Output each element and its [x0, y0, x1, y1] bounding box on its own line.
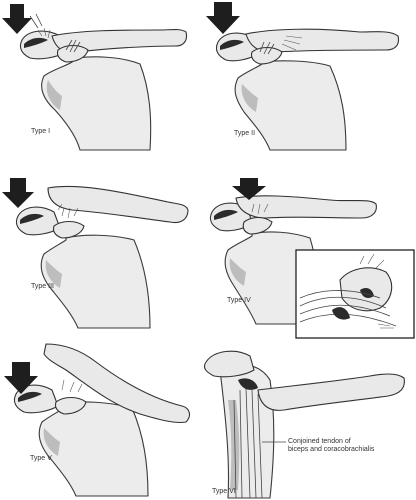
type-3-drawing [2, 178, 189, 329]
type-1-label: Type I [31, 128, 51, 135]
conjoined-tendon-callout: Conjoined tendon of biceps and coracobra… [288, 438, 374, 454]
panel-type-1: Type I [0, 0, 200, 160]
type-5-drawing [4, 343, 191, 497]
callout-line-2: biceps and coracobrachialis [288, 446, 375, 453]
type-4-drawing [209, 178, 415, 339]
type-4-inset [295, 249, 415, 339]
type-4-label: Type IV [227, 297, 251, 304]
type-6-label: Type VI [212, 488, 236, 495]
panel-type-3: Type III [0, 168, 200, 338]
callout-line-1: Conjoined tendon of [288, 438, 351, 445]
type-3-arrow [2, 178, 34, 208]
panel-type-6: Conjoined tendon of biceps and coracobra… [200, 340, 416, 500]
type-5-label: Type V [30, 455, 52, 462]
type-3-label: Type III [31, 283, 54, 290]
type-2-drawing [206, 2, 400, 151]
type-6-drawing [203, 350, 405, 499]
type-1-drawing [2, 4, 188, 151]
panel-type-4: Type IV [200, 168, 416, 340]
type-4-arrow [232, 178, 266, 200]
type-1-arrow [2, 4, 32, 34]
type-5-arrow [4, 362, 38, 394]
panel-type-5: Type V [0, 340, 200, 500]
panel-type-2: Type II [200, 0, 416, 160]
type-2-arrow [206, 2, 240, 34]
type-2-label: Type II [234, 130, 256, 137]
